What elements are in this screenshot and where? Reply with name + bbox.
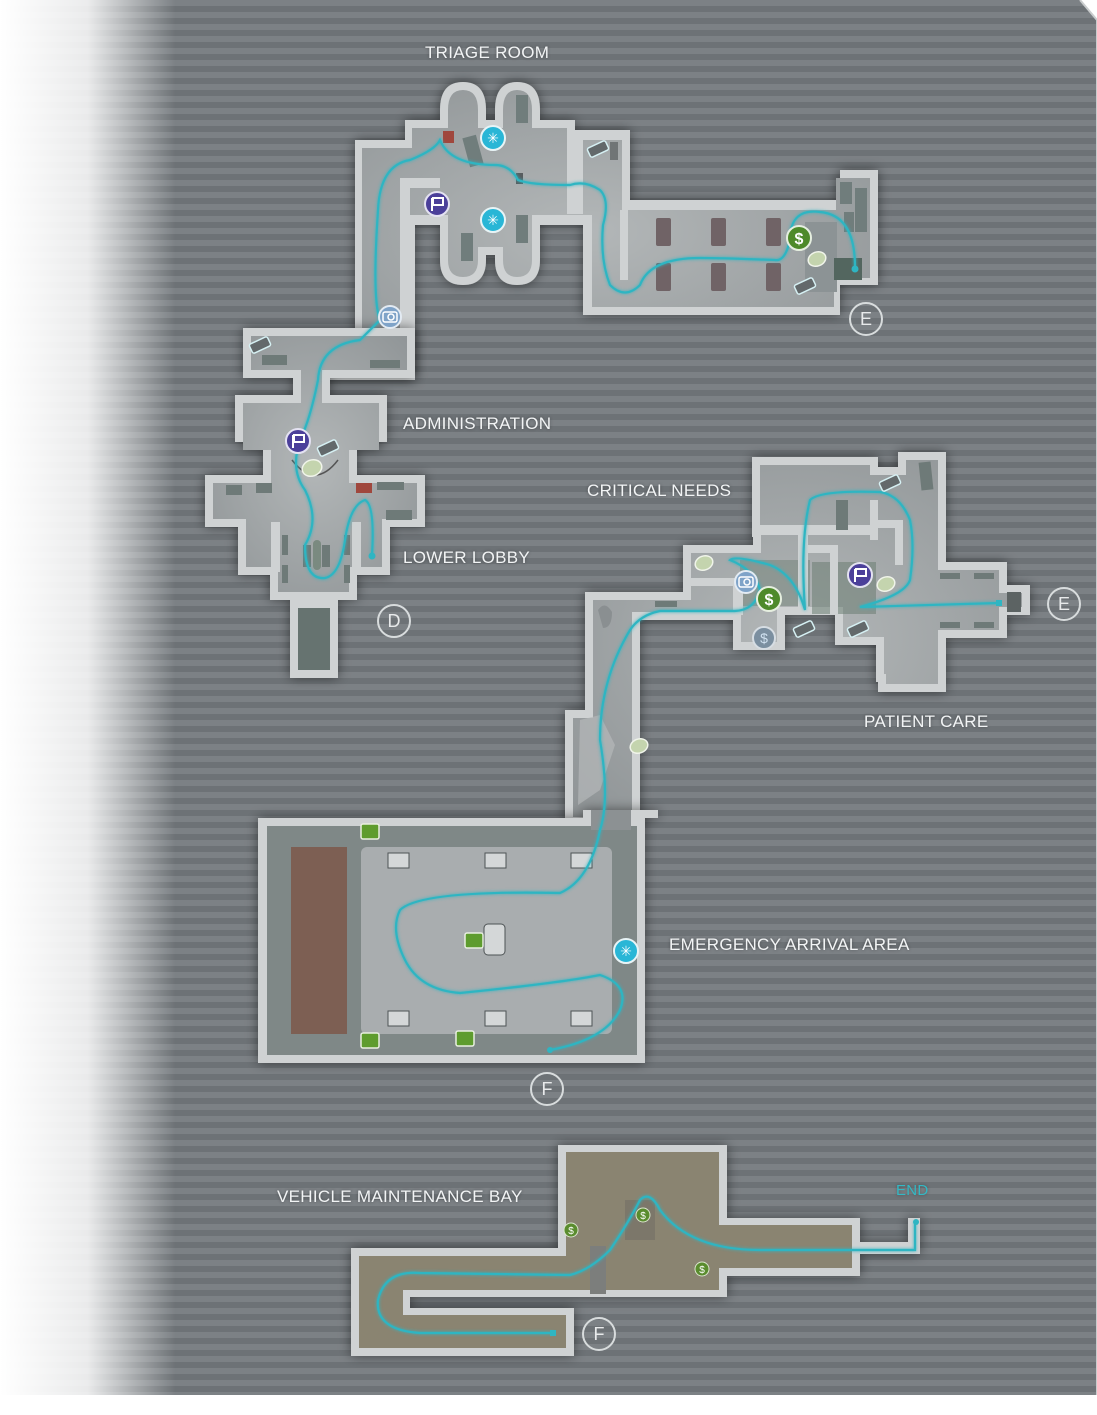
weapon-pickup-icon[interactable] [248, 140, 902, 638]
camera-icon[interactable] [734, 570, 758, 594]
area-label-emergency-arrival-area: EMERGENCY ARRIVAL AREA [669, 935, 910, 954]
exit-marker-e[interactable]: E [1047, 587, 1081, 621]
svg-text:✳: ✳ [487, 130, 499, 146]
checkpoint-flag-icon[interactable] [424, 191, 450, 217]
exit-marker-e[interactable]: E [849, 302, 883, 336]
area-label-triage-room: TRIAGE ROOM [425, 43, 550, 62]
checkpoint-flag-icon[interactable] [847, 562, 873, 588]
money-icon-locked[interactable]: $ [752, 626, 776, 650]
heal-station-icon[interactable]: ✳ [613, 938, 639, 964]
heal-station-icon[interactable]: ✳ [480, 207, 506, 233]
area-label-patient-care: PATIENT CARE [864, 712, 989, 731]
camera-icon[interactable] [378, 305, 402, 329]
exit-marker-f[interactable]: F [582, 1317, 616, 1351]
svg-text:✳: ✳ [487, 212, 499, 228]
money-icon[interactable]: $ [563, 1222, 579, 1238]
area-label-vehicle-maintenance-bay: VEHICLE MAINTENANCE BAY [277, 1187, 523, 1206]
area-label-administration: ADMINISTRATION [403, 414, 552, 433]
money-icon[interactable]: $ [786, 225, 812, 251]
area-emergency-arrival [258, 810, 658, 1063]
svg-text:$: $ [640, 1211, 646, 1222]
end-label: END [896, 1182, 929, 1199]
money-icon[interactable]: $ [635, 1207, 651, 1223]
area-label-critical-needs: CRITICAL NEEDS [587, 481, 732, 500]
svg-text:$: $ [568, 1226, 574, 1237]
path-endpoints [368, 265, 1002, 1336]
svg-text:$: $ [699, 1265, 705, 1276]
route-path [294, 137, 1001, 1335]
exit-marker-f[interactable]: F [530, 1072, 564, 1106]
money-icon[interactable]: $ [756, 586, 782, 612]
svg-text:$: $ [760, 630, 768, 646]
heal-station-icon[interactable]: ✳ [480, 125, 506, 151]
svg-text:$: $ [795, 231, 804, 248]
area-triage-room [300, 82, 878, 380]
supply-crate-icon[interactable] [360, 823, 484, 1049]
exit-marker-d[interactable]: D [377, 604, 411, 638]
ammo-canister-icon[interactable] [300, 249, 897, 755]
money-icon[interactable]: $ [694, 1261, 710, 1277]
svg-text:✳: ✳ [620, 943, 632, 959]
area-label-lower-lobby: LOWER LOBBY [403, 548, 531, 567]
svg-text:$: $ [765, 592, 774, 609]
checkpoint-flag-icon[interactable] [285, 428, 311, 454]
